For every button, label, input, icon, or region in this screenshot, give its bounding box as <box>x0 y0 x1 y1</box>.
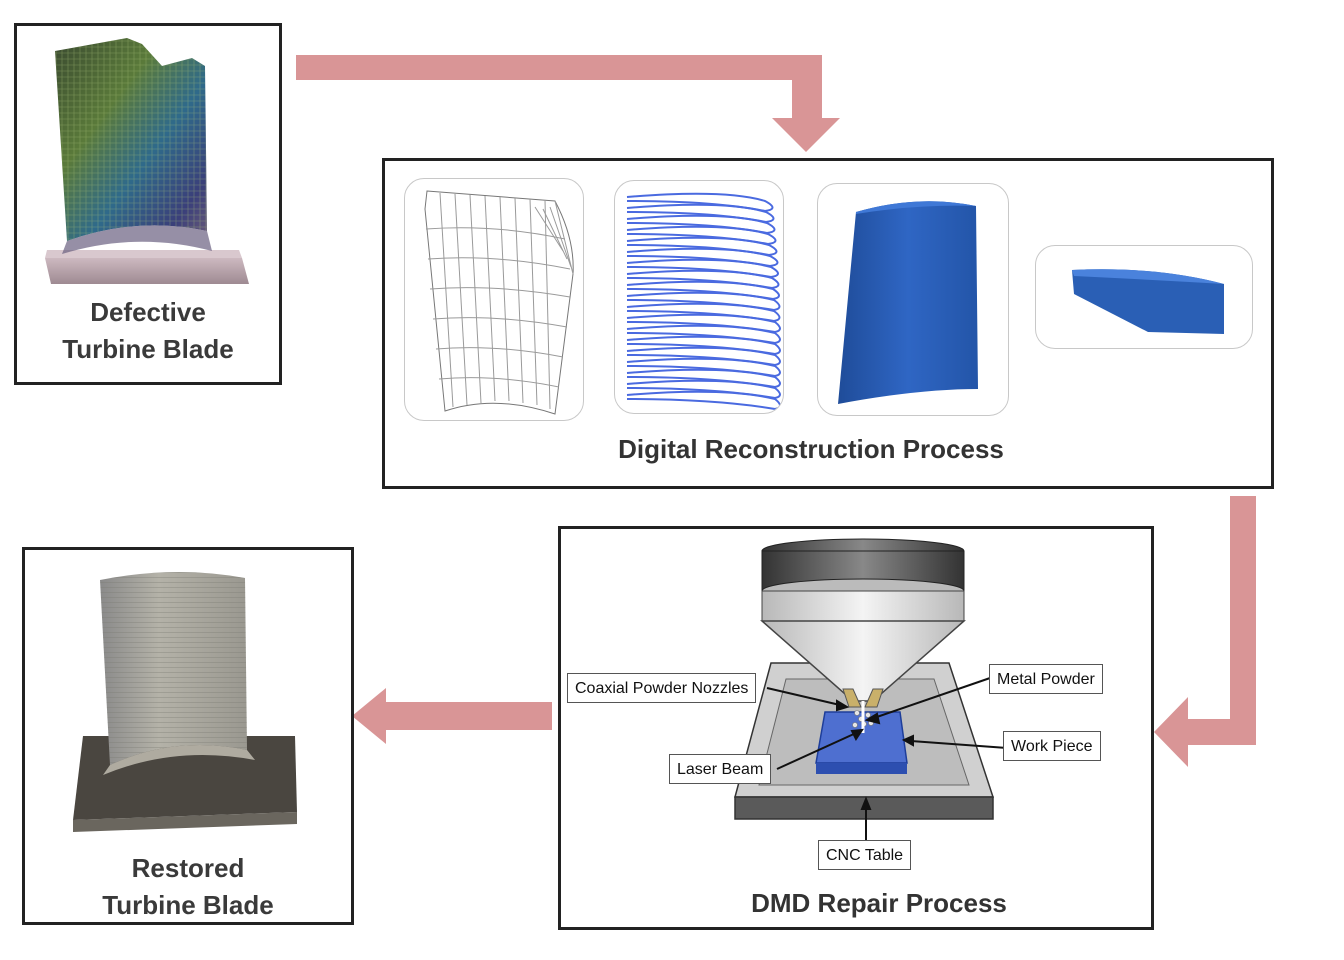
defective-caption: Defective Turbine Blade <box>17 294 279 368</box>
arrow-to-reconstruction <box>296 55 840 152</box>
restored-caption-line1: Restored <box>131 853 245 883</box>
solid-blade-model <box>838 201 978 404</box>
dmd-caption: DMD Repair Process <box>751 888 1007 918</box>
dmd-schematic <box>734 538 1008 842</box>
solid-blade-panel <box>817 183 1009 416</box>
arrow-to-restored <box>352 688 552 744</box>
defective-caption-line1: Defective <box>90 297 206 327</box>
restored-caption: Restored Turbine Blade <box>25 850 351 924</box>
reconstruction-box: Digital Reconstruction Process <box>382 158 1274 489</box>
slices-panel <box>614 180 784 414</box>
missing-section-model <box>1072 269 1224 334</box>
restored-blade-box: Restored Turbine Blade <box>22 547 354 925</box>
defective-blade-box: Defective Turbine Blade <box>14 23 282 385</box>
label-laser-beam: Laser Beam <box>669 754 772 784</box>
dmd-box: Coaxial Powder Nozzles Metal Powder Lase… <box>558 526 1154 930</box>
slice-curves <box>626 192 781 411</box>
label-work-piece: Work Piece <box>1003 731 1101 761</box>
wireframe-panel <box>404 178 584 421</box>
defective-caption-line2: Turbine Blade <box>62 334 234 364</box>
wireframe-model <box>424 190 574 415</box>
reconstruction-caption: Digital Reconstruction Process <box>618 434 1004 464</box>
label-coaxial-powder-nozzles: Coaxial Powder Nozzles <box>567 673 757 703</box>
restored-blade-image <box>73 571 297 832</box>
label-metal-powder: Metal Powder <box>989 664 1103 694</box>
arrow-to-dmd <box>1154 496 1256 767</box>
restored-caption-line2: Turbine Blade <box>102 890 274 920</box>
defective-blade-image <box>45 38 249 284</box>
label-cnc-table: CNC Table <box>818 840 912 870</box>
missing-section-panel <box>1035 245 1253 349</box>
